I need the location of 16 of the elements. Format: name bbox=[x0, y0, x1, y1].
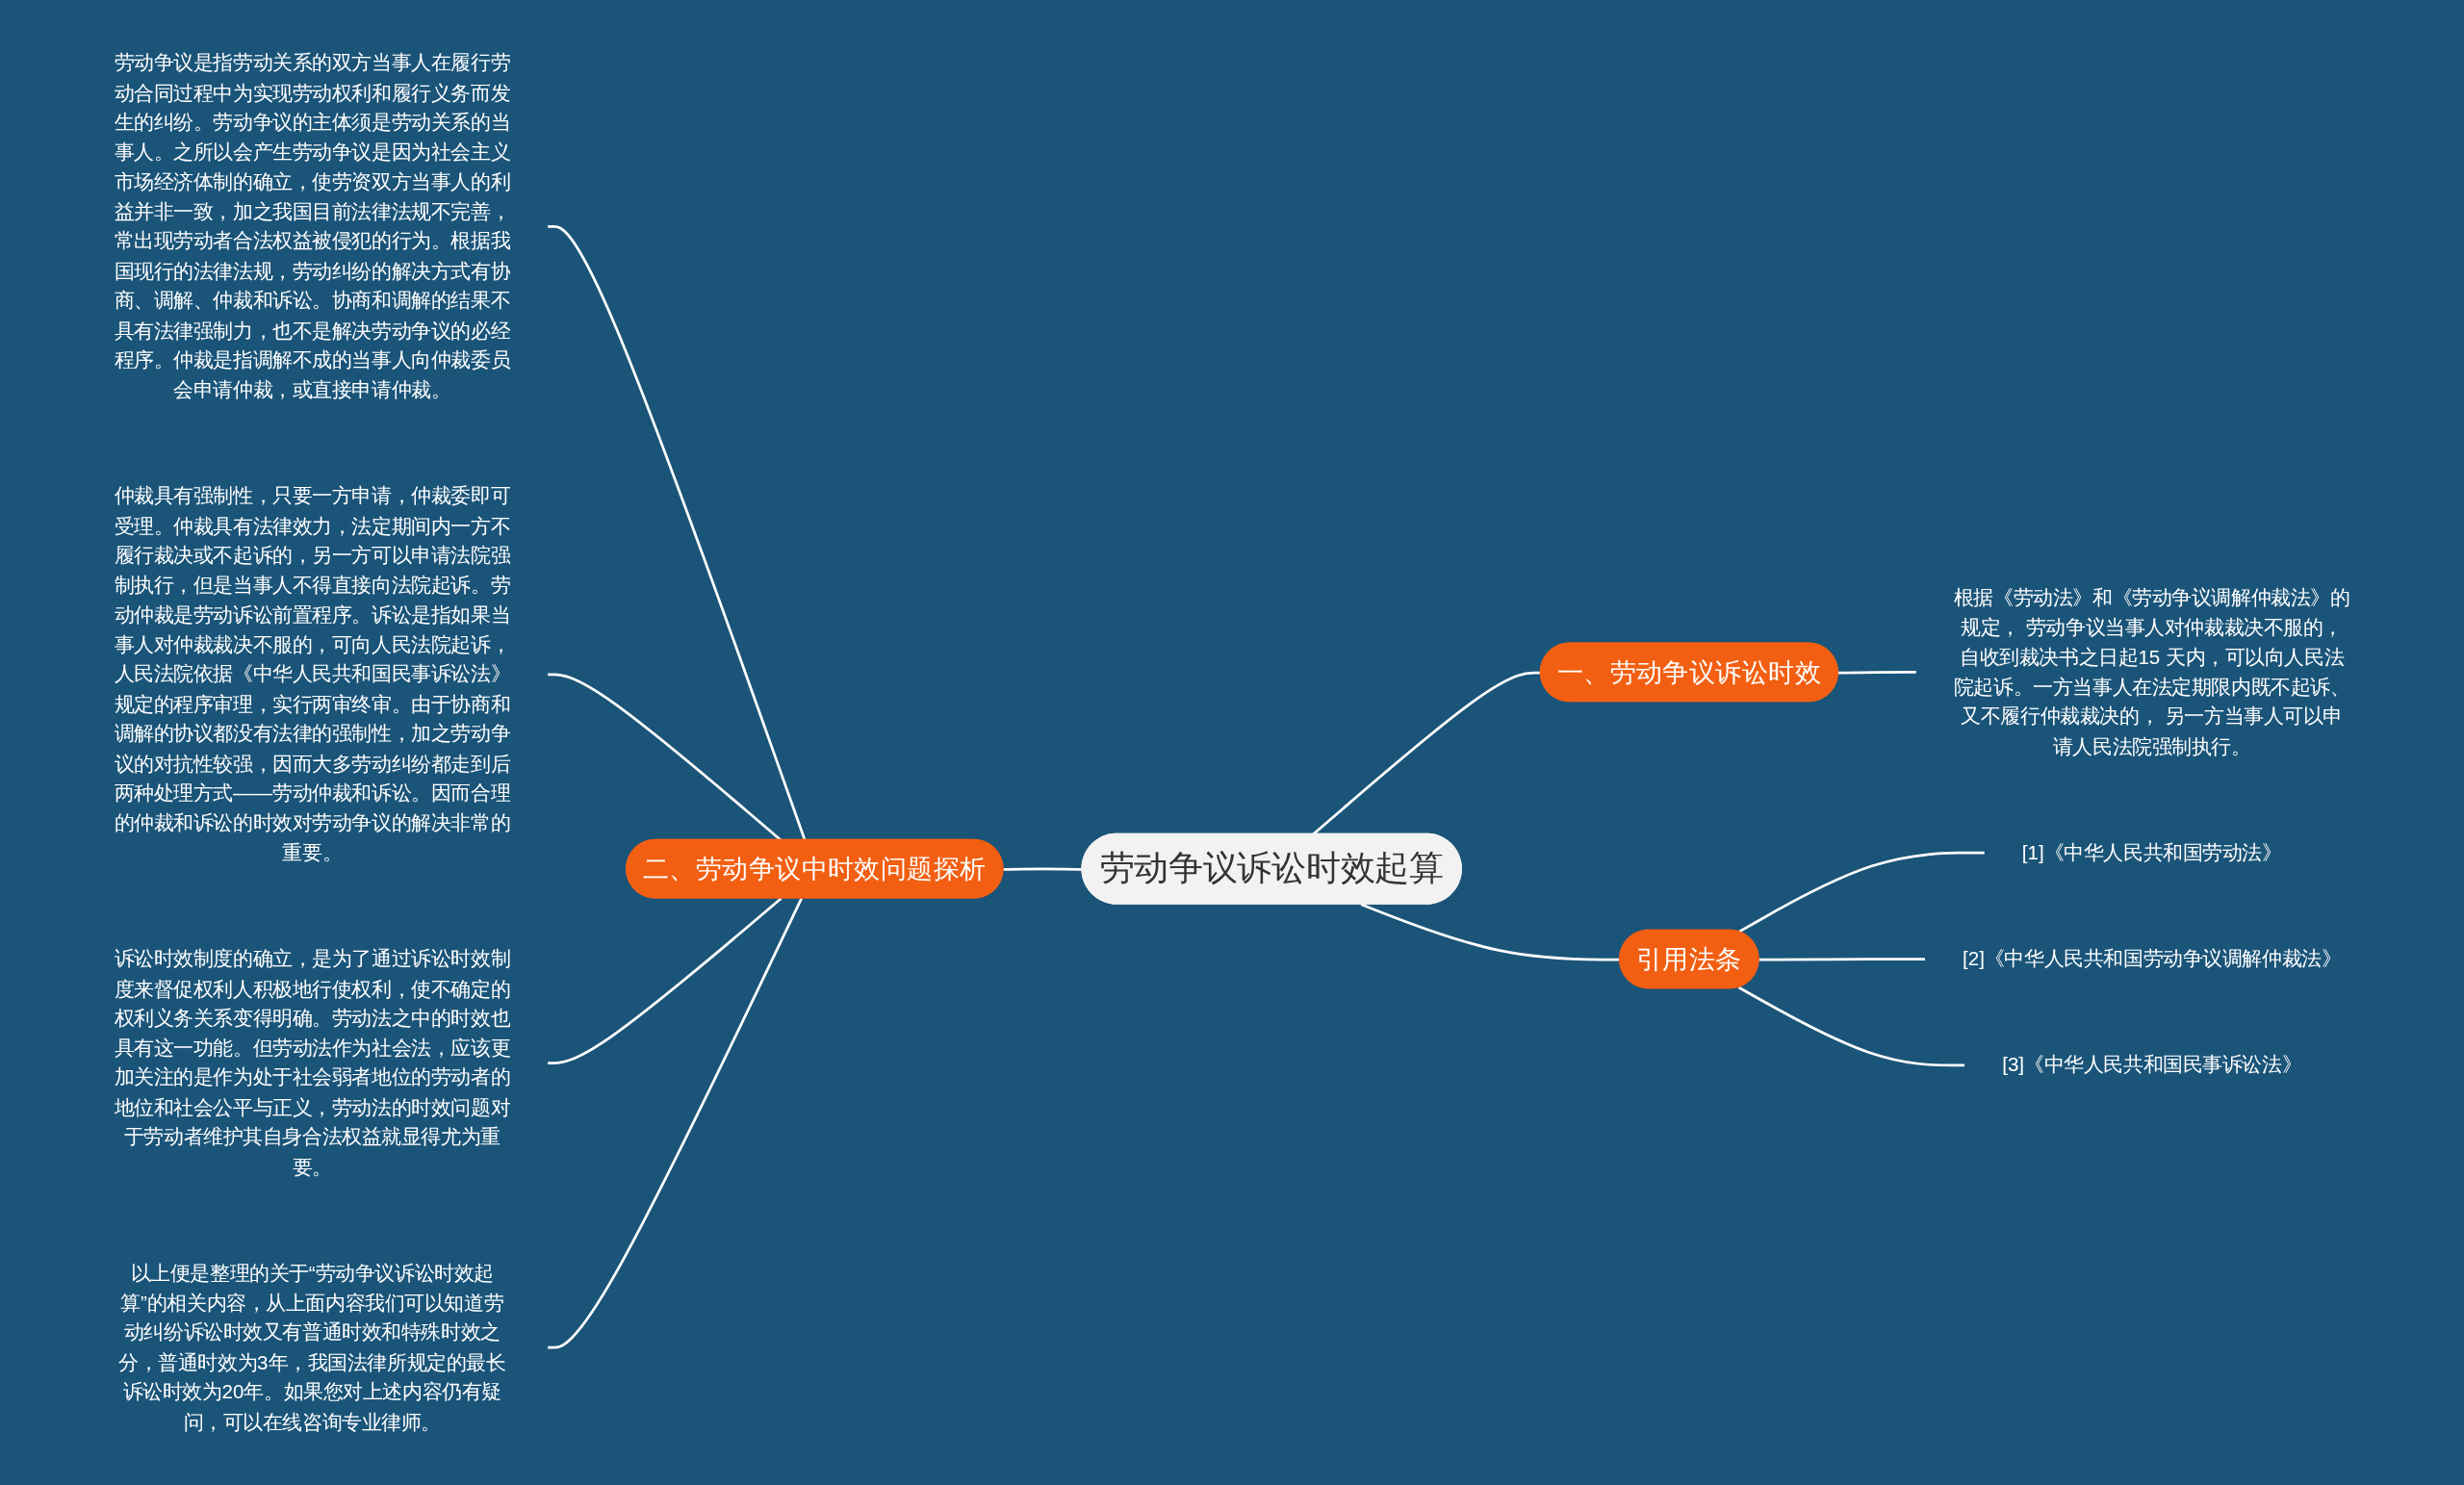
node-text: [3]《中华人民共和国民事诉讼法》 bbox=[2002, 1053, 2302, 1076]
node-text: [2]《中华人民共和国劳动争议调解仲裁法》 bbox=[1963, 946, 2342, 970]
node-text: 仲裁具有强制性，只要一方申请，仲裁委即可受理。仲裁具有法律效力，法定期间内一方不履行裁决或不起诉的，另一方可以申请法院强制执行，但是当事人不得直接向法院起诉。劳动仲裁是劳动诉讼前置程序。诉讼是指如果当事人对仲裁裁决不服的，可向人民法院起诉，人民法院依据《中华人民共和国民事诉讼法》规定的程序审理，实行两审终审。由于协商和调解的协议都没有法律的强制性，加之劳动争议的对抗性较强，因而大多劳动纠纷都走到后两种处理方式——劳动仲裁和诉讼。因而合理的仲裁和诉讼的时效对劳动争议的解决非常的重要。 bbox=[114, 483, 511, 863]
node-text: [1]《中华人民共和国劳动法》 bbox=[2021, 840, 2282, 863]
connector bbox=[1837, 671, 1917, 675]
node-text: 以上便是整理的关于“劳动争议诉讼时效起算”的相关内容，从上面内容我们可以知道劳动纠纷诉讼时效又有普通时效和特殊时效之分，普通时效为3年，我国法律所规定的最长诉讼时效为20年。如果您对上述内容仍有疑问，可以在线咨询专业律师。 bbox=[118, 1261, 506, 1433]
connector bbox=[1003, 867, 1083, 871]
connector bbox=[1758, 958, 1926, 961]
node-text: 根据《劳动法》和《劳动争议调解仲裁法》的规定， 劳动争议当事人对仲裁裁决不服的，自收到裁决书之日起15 天内，可以向人民法院起诉。一方当事人在法定期限内既不起诉、又不履行仲裁裁决的， 另一方当事人可以申请人民法院强制执行。 bbox=[1953, 585, 2350, 757]
connector bbox=[547, 225, 807, 841]
connector bbox=[1737, 851, 1986, 934]
node-text: 劳动争议是指劳动关系的双方当事人在履行劳动合同过程中为实现劳动权利和履行义务而发生的纠纷。劳动争议的主体须是劳动关系的当事人。之所以会产生劳动争议是因为社会主义市场经济体制的确立，使劳资双方当事人的利益并非一致，加之我国目前法律法规不完善，常出现劳动者合法权益被侵犯的行为。根据我国现行的法律法规，劳动纠纷的解决方式有协商、调解、仲裁和诉讼。协商和调解的结果不具有法律强制力，也不是解决劳动争议的必经程序。仲裁是指调解不成的当事人向仲裁委员会申请仲裁，或直接申请仲裁。 bbox=[114, 50, 511, 400]
connector bbox=[547, 897, 803, 1349]
node-text: 诉讼时效制度的确立，是为了通过诉讼时效制度来督促权利人积极地行使权利，使不确定的权利义务关系变得明确。劳动法之中的时效也具有这一功能。但劳动法作为社会法，应该更加关注的是作为处于社会弱者地位的劳动者的地位和社会公平与正义，劳动法的时效问题对于劳动者维护其自身合法权益就显得尤为重要。 bbox=[114, 946, 511, 1178]
connector bbox=[547, 897, 783, 1064]
connector bbox=[1737, 986, 1965, 1067]
